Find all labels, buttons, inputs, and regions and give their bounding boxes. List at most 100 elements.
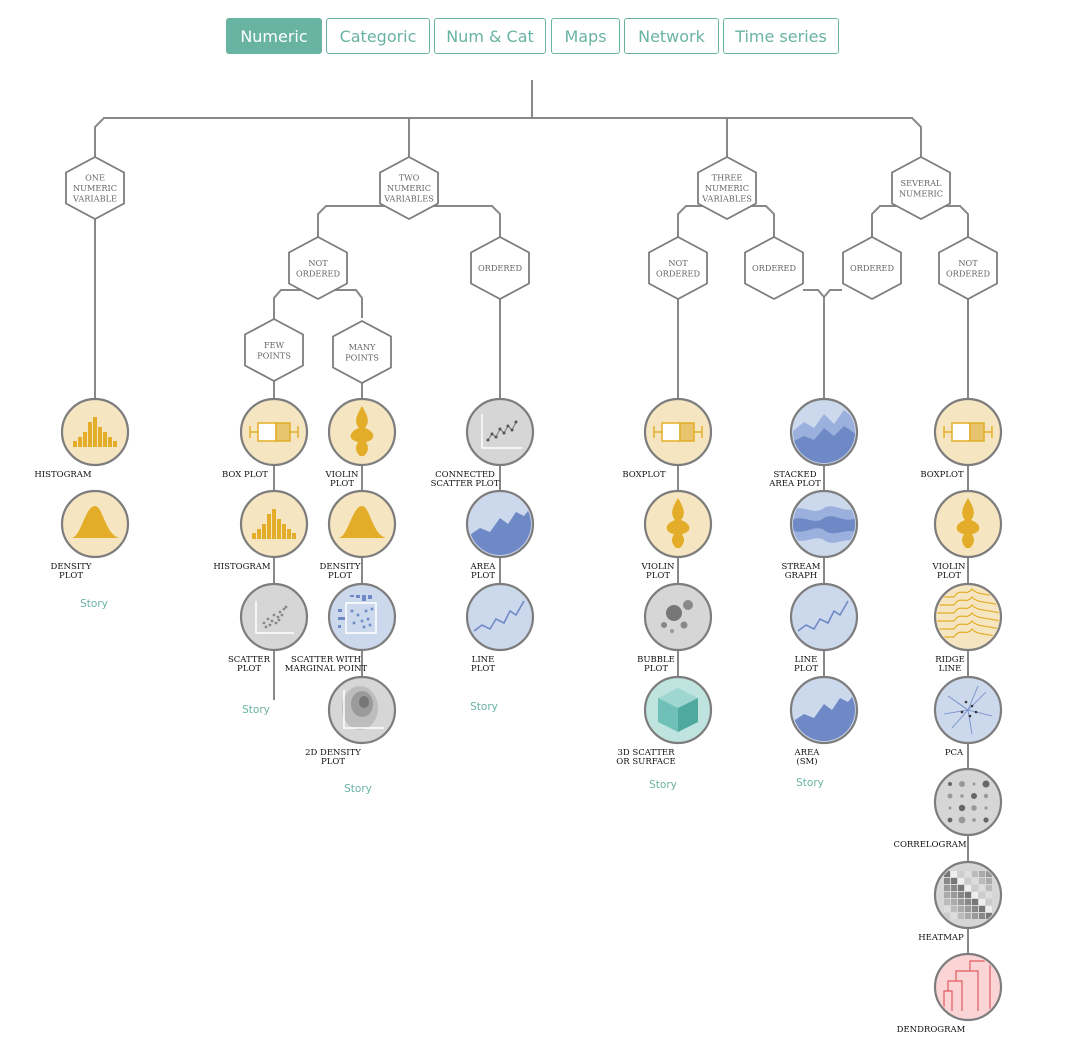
node-several-not-ordered-label: ORDERED: [946, 268, 991, 278]
node-two-numeric-variables-label: TWO: [399, 173, 420, 183]
area-icon: [793, 692, 855, 741]
chart-boxplot_few-label: BOX PLOT: [222, 470, 268, 480]
chart-line3-circle: [789, 582, 859, 652]
story-link-many-points[interactable]: Story: [344, 783, 372, 795]
chart-histogram[interactable]: HISTOGRAM: [34, 397, 130, 480]
node-one-numeric-variable-shape: [65, 155, 125, 221]
chart-area_sm-label: (SM): [796, 756, 817, 767]
chart-line-circle: [465, 582, 535, 652]
chart-scatter3d-label: OR SURFACE: [616, 757, 675, 767]
node-few-points-label: FEW: [264, 340, 285, 350]
node-two-numeric-variables-shape: [379, 155, 439, 221]
chart-bubble-label: BUBBLE: [637, 655, 675, 665]
chart-area_sm-label: AREA: [794, 748, 821, 758]
node-several-numeric-label: NUMERIC: [899, 188, 943, 198]
chart-connected-circle: [465, 397, 535, 467]
chart-boxplot3[interactable]: BOXPLOT: [622, 397, 713, 480]
node-one-numeric-variable-label: VARIABLE: [72, 194, 117, 204]
node-several-numeric-label: SEVERAL: [901, 178, 943, 188]
chart-dendrogram[interactable]: DENDROGRAM: [897, 952, 1003, 1035]
node-many-points-label: MANY: [349, 342, 376, 352]
chart-density_many-label: DENSITY: [320, 562, 361, 572]
node-three-numeric-variables-label: NUMERIC: [705, 183, 749, 193]
node-few-points-shape: [244, 317, 304, 383]
story-link-three-ordered[interactable]: Story: [796, 777, 824, 789]
boxplot-icon: [653, 422, 703, 442]
tab-num-cat[interactable]: Num & Cat: [434, 18, 546, 54]
chart-boxplot_sev[interactable]: BOXPLOT: [920, 397, 1003, 480]
story-link-few-points[interactable]: Story: [242, 704, 270, 716]
story-link-ordered[interactable]: Story: [470, 701, 498, 713]
chart-stacked-label: STACKED: [773, 470, 816, 480]
node-several-not-ordered-label: NOT: [958, 258, 978, 268]
boxplot-icon: [249, 422, 299, 442]
tab-network[interactable]: Network: [624, 18, 719, 54]
tab-numeric[interactable]: Numeric: [226, 18, 322, 54]
node-several-numeric-shape: [891, 155, 951, 221]
node-two-ordered-label: ORDERED: [478, 263, 523, 273]
node-one-numeric-variable-label: ONE: [85, 173, 105, 183]
chart-ridgeline-label: RIDGE: [935, 655, 965, 665]
pca-icon: [943, 685, 993, 735]
chart-boxplot_sev-label: BOXPLOT: [920, 470, 964, 480]
chart-scatter_marginal-label: SCATTER WITH: [291, 655, 361, 665]
chart-pca[interactable]: PCA: [933, 675, 1003, 758]
chart-stream-label: STREAM: [782, 562, 821, 572]
chart-correlogram[interactable]: CORRELOGRAM: [893, 767, 1003, 850]
chart-dendrogram-label: DENDROGRAM: [897, 1025, 966, 1035]
node-many-points-label: POINTS: [345, 352, 379, 362]
chart-histogram_few[interactable]: HISTOGRAM: [213, 489, 309, 572]
edge-ordered-join: [803, 289, 842, 299]
tab-categoric[interactable]: Categoric: [326, 18, 430, 54]
node-many-points-shape: [332, 319, 392, 385]
histogram-icon: [73, 417, 117, 447]
tab-maps[interactable]: Maps: [551, 18, 620, 54]
chart-area_sm[interactable]: AREA(SM): [789, 675, 859, 767]
node-three-ordered-label: ORDERED: [752, 263, 797, 273]
story-link-one-numeric[interactable]: Story: [80, 598, 108, 610]
node-several-ordered-shape: [842, 235, 902, 301]
node-two-ordered: ORDERED: [470, 235, 530, 301]
chart-heatmap[interactable]: HEATMAP: [918, 860, 1003, 943]
decision-nodes: ONENUMERICVARIABLETWONUMERICVARIABLESTHR…: [65, 155, 998, 385]
chart-histogram-label: HISTOGRAM: [34, 470, 92, 480]
node-three-not-ordered-label: ORDERED: [656, 268, 701, 278]
chart-ridgeline-label: LINE: [939, 664, 962, 674]
chart-boxplot_few[interactable]: BOX PLOT: [222, 397, 309, 480]
chart-connected-label: CONNECTED: [435, 470, 495, 480]
line-icon: [473, 600, 525, 632]
story-link-three-not-ordered[interactable]: Story: [649, 779, 677, 791]
chart-scatter_few-label: SCATTER: [228, 655, 271, 665]
node-three-numeric-variables-label: THREE: [712, 173, 743, 183]
node-several-ordered: ORDERED: [842, 235, 902, 301]
line-icon: [797, 600, 849, 632]
chart-histogram_few-label: HISTOGRAM: [213, 562, 271, 572]
chart-scatter_few-circle: [239, 582, 309, 652]
tab-time-series[interactable]: Time series: [723, 18, 839, 54]
connected-icon: [481, 414, 522, 449]
